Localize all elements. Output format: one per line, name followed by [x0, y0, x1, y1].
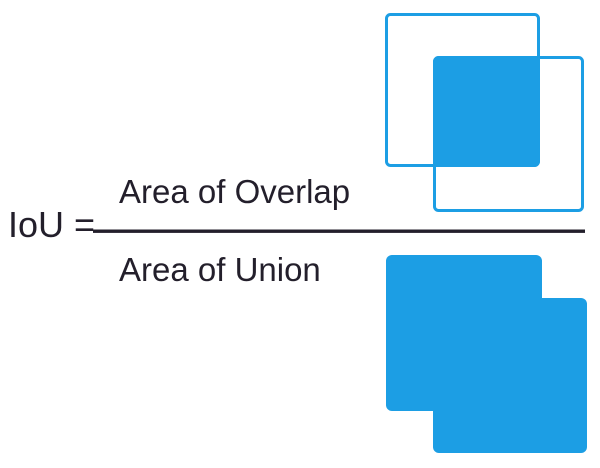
formula-numerator: Area of Overlap [119, 173, 351, 210]
overlap-diagram-icon [385, 13, 584, 212]
intersection-fill [433, 56, 540, 167]
formula-denominator: Area of Union [119, 251, 321, 288]
formula-lhs: IoU = [8, 204, 96, 245]
union-diagram-icon [386, 255, 587, 453]
union-box-a-fill [386, 255, 542, 411]
fraction-bar [93, 229, 585, 233]
